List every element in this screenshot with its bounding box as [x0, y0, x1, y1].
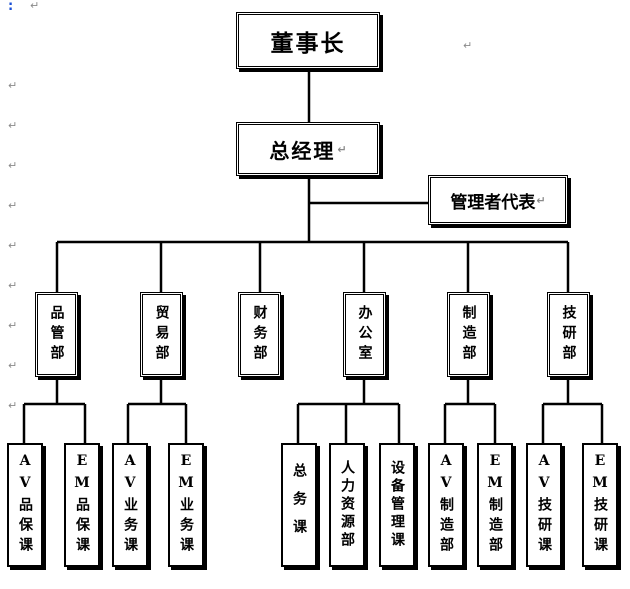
paragraph-mark: ↵	[536, 193, 546, 207]
section-box: 设备管理课	[379, 443, 415, 567]
chairman-label: 董事长	[270, 29, 346, 57]
section-box: 人力资源部	[329, 443, 365, 567]
section-box: AV制造部	[428, 443, 464, 567]
department-box: 制造部	[447, 292, 490, 377]
paragraph-mark: ↵	[8, 239, 18, 252]
section-label: EM品保课	[74, 453, 90, 557]
department-label: 贸易部	[153, 304, 170, 365]
section-box: EM制造部	[477, 443, 513, 567]
paragraph-mark: ↵	[8, 279, 18, 292]
section-label: EM业务课	[178, 453, 194, 557]
department-label: 品管部	[48, 304, 65, 365]
section-label: 总务课	[291, 463, 307, 547]
section-box: EM业务课	[168, 443, 204, 567]
paragraph-mark: ↵	[8, 319, 18, 332]
department-box: 贸易部	[140, 292, 183, 377]
paragraph-mark: ↵	[337, 142, 347, 156]
section-label: AV技研课	[536, 453, 552, 557]
section-label: AV制造部	[438, 453, 454, 557]
department-label: 技研部	[560, 304, 577, 365]
paragraph-mark: ↵	[8, 79, 18, 92]
management-representative-label: 管理者代表	[450, 192, 536, 213]
section-label: 人力资源部	[339, 460, 355, 550]
section-label: EM技研课	[592, 453, 608, 557]
department-box: 办公室	[343, 292, 386, 377]
department-label: 办公室	[356, 304, 373, 365]
cursor-mark: :	[8, 0, 14, 14]
chairman-box: 董事长	[236, 12, 380, 69]
department-box: 技研部	[547, 292, 590, 377]
section-box: AV品保课	[7, 443, 43, 567]
department-box: 财务部	[238, 292, 281, 377]
general-manager-box: 总经理 ↵	[236, 122, 380, 176]
general-manager-label: 总经理	[269, 138, 336, 163]
section-label: AV品保课	[17, 453, 33, 557]
paragraph-mark: ↵	[8, 159, 18, 172]
paragraph-mark: ↵	[8, 199, 18, 212]
paragraph-mark: ↵	[8, 119, 18, 132]
section-label: 设备管理课	[389, 460, 405, 550]
section-label: EM制造部	[487, 453, 503, 557]
section-box: AV业务课	[112, 443, 148, 567]
management-representative-box: 管理者代表 ↵	[428, 175, 568, 225]
section-box: 总务课	[281, 443, 317, 567]
section-box: EM技研课	[582, 443, 618, 567]
section-label: AV业务课	[122, 453, 138, 557]
paragraph-mark: ↵	[8, 399, 18, 412]
section-box: EM品保课	[64, 443, 100, 567]
department-label: 制造部	[460, 304, 477, 365]
section-box: AV技研课	[526, 443, 562, 567]
paragraph-mark: ↵	[463, 39, 473, 52]
department-box: 品管部	[35, 292, 78, 377]
department-label: 财务部	[251, 304, 268, 365]
paragraph-mark: ↵	[8, 359, 18, 372]
paragraph-mark: ↵	[30, 0, 40, 12]
